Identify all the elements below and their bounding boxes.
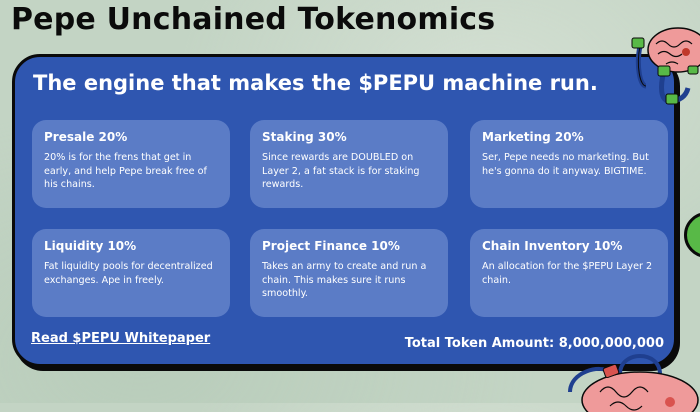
card-chain-inventory: Chain Inventory 10% An allocation for th… <box>470 229 668 317</box>
card-title: Chain Inventory 10% <box>482 239 623 253</box>
card-description: An allocation for the $PEPU Layer 2 chai… <box>482 261 653 286</box>
tokenomics-panel: The engine that makes the $PEPU machine … <box>12 54 677 367</box>
card-description: 20% is for the frens that get in early, … <box>44 152 207 191</box>
card-project-finance: Project Finance 10% Takes an army to cre… <box>250 229 448 317</box>
card-title: Presale 20% <box>44 130 128 144</box>
panel-subtitle: The engine that makes the $PEPU machine … <box>33 71 598 95</box>
total-token-amount: Total Token Amount: 8,000,000,000 <box>404 336 664 351</box>
card-liquidity: Liquidity 10% Fat liquidity pools for de… <box>32 229 230 317</box>
page-title: Pepe Unchained Tokenomics <box>11 2 496 37</box>
card-title: Liquidity 10% <box>44 239 137 253</box>
card-staking: Staking 30% Since rewards are DOUBLED on… <box>250 120 448 208</box>
brain-with-cables-icon <box>631 27 700 105</box>
card-title: Marketing 20% <box>482 130 584 144</box>
green-circle-icon <box>684 212 700 258</box>
card-description: Takes an army to create and run a chain.… <box>262 261 427 300</box>
card-description: Ser, Pepe needs no marketing. But he's g… <box>482 152 649 177</box>
whitepaper-link[interactable]: Read $PEPU Whitepaper <box>31 331 211 346</box>
card-title: Project Finance 10% <box>262 239 400 253</box>
card-marketing: Marketing 20% Ser, Pepe needs no marketi… <box>470 120 668 208</box>
card-presale: Presale 20% 20% is for the frens that ge… <box>32 120 230 208</box>
card-title: Staking 30% <box>262 130 347 144</box>
brain-with-cables-icon <box>568 354 699 412</box>
card-description: Fat liquidity pools for decentralized ex… <box>44 261 213 286</box>
card-description: Since rewards are DOUBLED on Layer 2, a … <box>262 152 420 191</box>
